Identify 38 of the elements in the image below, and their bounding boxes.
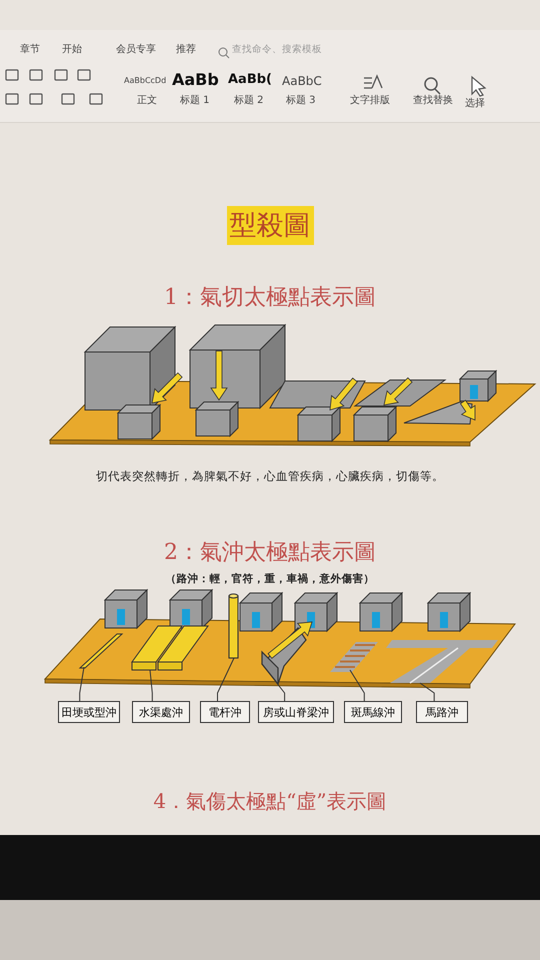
style-name: 标题 2 [234,95,264,106]
water-channel-drawing [131,626,209,670]
callout-label: 電杆沖 [200,701,250,723]
utility-pole [228,593,239,659]
leader-line [420,682,435,702]
callout-label: 馬路沖 [416,701,468,723]
callout-label: 房或山脊梁沖 [258,701,334,723]
subheading-note: （路沖：輕，官符，重，車禍，意外傷害） [164,573,376,586]
tab-label: 推荐 [176,44,196,56]
section-heading: 1：氣切太極點表示圖 [163,285,377,310]
section-heading: 2：氣沖太極點表示圖 [163,540,377,566]
ridge-roof-drawing [261,622,313,686]
zebra-crossing-drawing [330,642,378,672]
toolbar-button-label: 文字排版 [350,95,390,106]
style-preview: AaBb [172,71,219,90]
style-preview: AaBb( [228,73,272,88]
style-name: 标题 3 [286,95,316,106]
field-ridge-strip [78,634,124,668]
callout-label: 田埂或型沖 [58,701,120,723]
tab-label: 章节 [20,44,40,56]
style-name: 正文 [137,95,157,106]
style-preview: AaBbC [282,75,322,89]
leader-line [217,658,234,702]
description-text: 切代表突然轉折，為脾氣不好，心血管疾病，心臟疾病，切傷等。 [95,470,445,484]
leader-line [150,670,153,702]
style-name: 标题 1 [180,95,210,106]
callout-label: 斑馬線沖 [344,701,402,723]
toolbar-button-label: 查找替换 [413,95,453,106]
callout-label: 水渠處沖 [132,701,190,723]
search-field-hint: 查找命令、搜索模板 [232,45,322,56]
road-drawing [386,640,498,684]
tab-label: 会员专享 [116,44,156,56]
tab-label: 开始 [62,44,82,56]
style-preview: AaBbCcDd [124,76,166,86]
toolbar-button-label: 选择 [465,98,485,110]
highlighted-title: 型殺圖 [226,206,314,246]
section-heading: 4．氣傷太極點“虛”表示圖 [152,790,388,813]
leader-line [276,682,286,702]
